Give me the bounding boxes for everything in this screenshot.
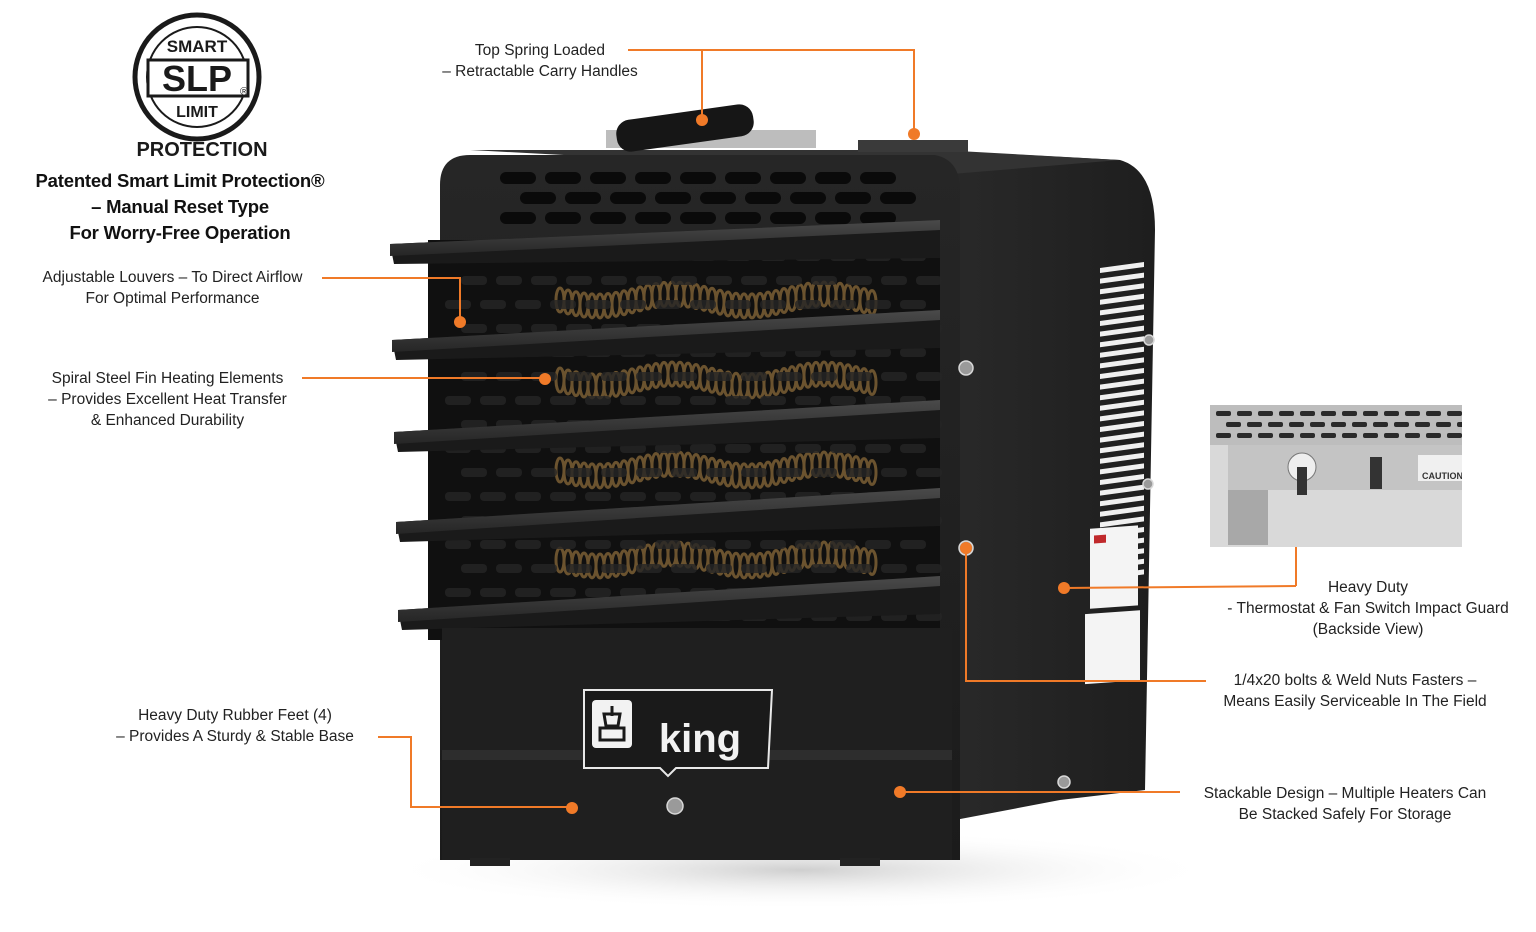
headline-line-3: For Worry-Free Operation: [69, 222, 291, 243]
callout-louvers-line-2: For Optimal Performance: [85, 290, 260, 307]
callout-bolts: 1/4x20 bolts & Weld Nuts Fasters – Means…: [1205, 670, 1505, 712]
backside-inset-photo: CAUTION: [1210, 405, 1462, 547]
callout-handles-line-2: – Retractable Carry Handles: [442, 63, 638, 80]
brand-wordmark: king: [659, 717, 741, 761]
headline-line-1: Patented Smart Limit Protection®: [35, 170, 325, 191]
callout-guard-line-2: - Thermostat & Fan Switch Impact Guard: [1227, 600, 1509, 617]
callout-feet: Heavy Duty Rubber Feet (4) – Provides A …: [95, 705, 375, 747]
headline: Patented Smart Limit Protection® – Manua…: [0, 168, 360, 246]
logo-registered: ®: [240, 86, 248, 98]
headline-line-2: – Manual Reset Type: [91, 196, 269, 217]
rear-handle: [858, 140, 968, 152]
top-grille: [500, 172, 916, 224]
slp-logo: [132, 12, 262, 142]
callout-lines: [302, 49, 1297, 808]
callout-louvers: Adjustable Louvers – To Direct Airflow F…: [20, 267, 325, 309]
callout-elements-line-2: – Provides Excellent Heat Transfer: [48, 391, 287, 408]
logo-ring-top: SMART: [167, 37, 228, 56]
logo-monogram: SLP: [162, 58, 232, 99]
logo-ring-bottom: LIMIT: [176, 104, 218, 121]
brand-logo: [583, 689, 774, 778]
inset-caution-label: CAUTION: [1422, 471, 1462, 481]
callout-handles-line-1: Top Spring Loaded: [474, 42, 606, 59]
rubber-foot: [840, 858, 880, 866]
callout-louvers-line-1: Adjustable Louvers – To Direct Airflow: [42, 269, 303, 286]
callout-feet-line-1: Heavy Duty Rubber Feet (4): [138, 707, 332, 724]
callout-guard: Heavy Duty - Thermostat & Fan Switch Imp…: [1206, 577, 1530, 640]
callout-bolts-line-1: 1/4x20 bolts & Weld Nuts Fasters –: [1233, 672, 1477, 689]
callout-guard-line-1: Heavy Duty: [1327, 579, 1409, 596]
callout-feet-line-2: – Provides A Sturdy & Stable Base: [116, 728, 354, 745]
warning-labels: [1085, 525, 1140, 685]
logo-under-text: PROTECTION: [136, 139, 267, 161]
inset-vents: [1216, 411, 1462, 438]
callout-elements: Spiral Steel Fin Heating Elements – Prov…: [25, 368, 310, 431]
side-panel: [930, 150, 1155, 820]
callout-stack-line-1: Stackable Design – Multiple Heaters Can: [1203, 785, 1487, 802]
callout-stack: Stackable Design – Multiple Heaters Can …: [1180, 783, 1510, 825]
rubber-foot: [470, 858, 510, 866]
callout-bolts-line-2: Means Easily Serviceable In The Field: [1223, 693, 1487, 710]
callout-guard-line-3: (Backside View): [1312, 621, 1424, 638]
callout-stack-line-2: Be Stacked Safely For Storage: [1238, 806, 1452, 823]
callout-elements-line-1: Spiral Steel Fin Heating Elements: [51, 370, 284, 387]
louvers: [390, 220, 940, 630]
carry-handle: [606, 104, 816, 152]
callout-handles: Top Spring Loaded – Retractable Carry Ha…: [420, 40, 660, 82]
callout-elements-line-3: & Enhanced Durability: [90, 412, 245, 429]
